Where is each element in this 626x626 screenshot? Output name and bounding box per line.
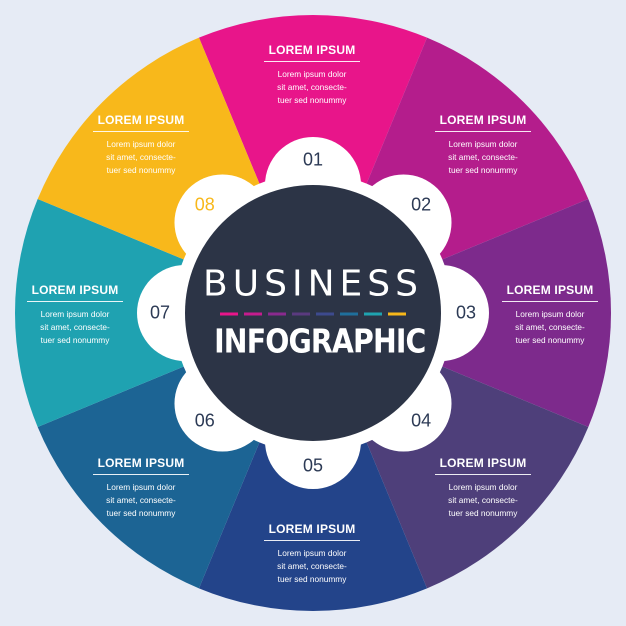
center-disc: [185, 185, 441, 441]
center-dash: [220, 312, 238, 316]
segment-number-07: 07: [149, 302, 171, 323]
segment-body-line: tuer sed nonummy: [106, 508, 176, 518]
segment-body: Lorem ipsum dolor sit amet, consecte-tuer…: [264, 68, 360, 107]
segment-body-line: Lorem ipsum dolor: [448, 482, 518, 492]
segment-body: Lorem ipsum dolor sit amet, consecte-tuer…: [27, 308, 123, 347]
segment-body-line: Lorem ipsum dolor: [106, 139, 176, 149]
segment-body-line: tuer sed nonummy: [277, 574, 347, 584]
segment-body-line: sit amet, consecte-: [448, 152, 518, 162]
center-title-line2: INFOGRAPHIC: [214, 321, 426, 361]
center-dash-row: [198, 312, 428, 316]
segment-body-line: Lorem ipsum dolor: [277, 69, 347, 79]
center-dash: [364, 312, 382, 316]
segment-body: Lorem ipsum dolor sit amet, consecte-tuer…: [435, 481, 531, 520]
segment-text-05: LOREM IPSUM Lorem ipsum dolor sit amet, co…: [264, 522, 360, 586]
center-dash: [292, 312, 310, 316]
segment-title: LOREM IPSUM: [93, 456, 189, 475]
segment-text-07: LOREM IPSUM Lorem ipsum dolor sit amet, co…: [27, 283, 123, 347]
segment-number-06: 06: [194, 410, 215, 431]
segment-body-line: sit amet, consecte-: [448, 495, 518, 505]
segment-title: LOREM IPSUM: [502, 283, 598, 302]
segment-body-line: tuer sed nonummy: [40, 335, 110, 345]
segment-text-06: LOREM IPSUM Lorem ipsum dolor sit amet, co…: [93, 456, 189, 520]
segment-number-08: 08: [194, 194, 215, 215]
center-title-line1: BUSINESS: [203, 263, 423, 305]
segment-body-line: sit amet, consecte-: [277, 82, 347, 92]
segment-body-line: tuer sed nonummy: [448, 165, 518, 175]
segment-body-line: sit amet, consecte-: [277, 561, 347, 571]
segment-body-line: sit amet, consecte-: [515, 322, 585, 332]
segment-title: LOREM IPSUM: [27, 283, 123, 302]
segment-number-04: 04: [411, 410, 432, 431]
segment-body: Lorem ipsum dolor sit amet, consecte-tuer…: [93, 481, 189, 520]
segment-number-01: 01: [302, 149, 324, 170]
center-dash: [316, 312, 334, 316]
segment-text-03: LOREM IPSUM Lorem ipsum dolor sit amet, co…: [502, 283, 598, 347]
segment-body: Lorem ipsum dolor sit amet, consecte-tuer…: [435, 138, 531, 177]
segment-title: LOREM IPSUM: [264, 522, 360, 541]
segment-body-line: sit amet, consecte-: [106, 152, 176, 162]
segment-body-line: sit amet, consecte-: [106, 495, 176, 505]
segment-title: LOREM IPSUM: [264, 43, 360, 62]
segment-number-03: 03: [455, 302, 477, 323]
segment-body-line: tuer sed nonummy: [106, 165, 176, 175]
segment-body-line: tuer sed nonummy: [277, 95, 347, 105]
segment-text-01: LOREM IPSUM Lorem ipsum dolor sit amet, co…: [264, 43, 360, 107]
segment-number-05: 05: [302, 455, 324, 476]
segment-title: LOREM IPSUM: [93, 113, 189, 132]
segment-title: LOREM IPSUM: [435, 113, 531, 132]
segment-text-02: LOREM IPSUM Lorem ipsum dolor sit amet, co…: [435, 113, 531, 177]
segment-body-line: Lorem ipsum dolor: [515, 309, 585, 319]
segment-body: Lorem ipsum dolor sit amet, consecte-tuer…: [264, 547, 360, 586]
segment-body: Lorem ipsum dolor sit amet, consecte-tuer…: [93, 138, 189, 177]
segment-body-line: Lorem ipsum dolor: [40, 309, 110, 319]
center-dash: [340, 312, 358, 316]
center-dash: [268, 312, 286, 316]
segment-body-line: tuer sed nonummy: [448, 508, 518, 518]
segment-body-line: Lorem ipsum dolor: [277, 548, 347, 558]
segment-text-04: LOREM IPSUM Lorem ipsum dolor sit amet, co…: [435, 456, 531, 520]
segment-body-line: Lorem ipsum dolor: [448, 139, 518, 149]
segment-title: LOREM IPSUM: [435, 456, 531, 475]
center-title: BUSINESS INFOGRAPHIC: [198, 263, 428, 362]
segment-body-line: sit amet, consecte-: [40, 322, 110, 332]
center-dash: [388, 312, 406, 316]
segment-body-line: Lorem ipsum dolor: [106, 482, 176, 492]
segment-body: Lorem ipsum dolor sit amet, consecte-tuer…: [502, 308, 598, 347]
segment-text-08: LOREM IPSUM Lorem ipsum dolor sit amet, co…: [93, 113, 189, 177]
segment-body-line: tuer sed nonummy: [515, 335, 585, 345]
segment-number-02: 02: [411, 194, 432, 215]
center-dash: [244, 312, 262, 316]
